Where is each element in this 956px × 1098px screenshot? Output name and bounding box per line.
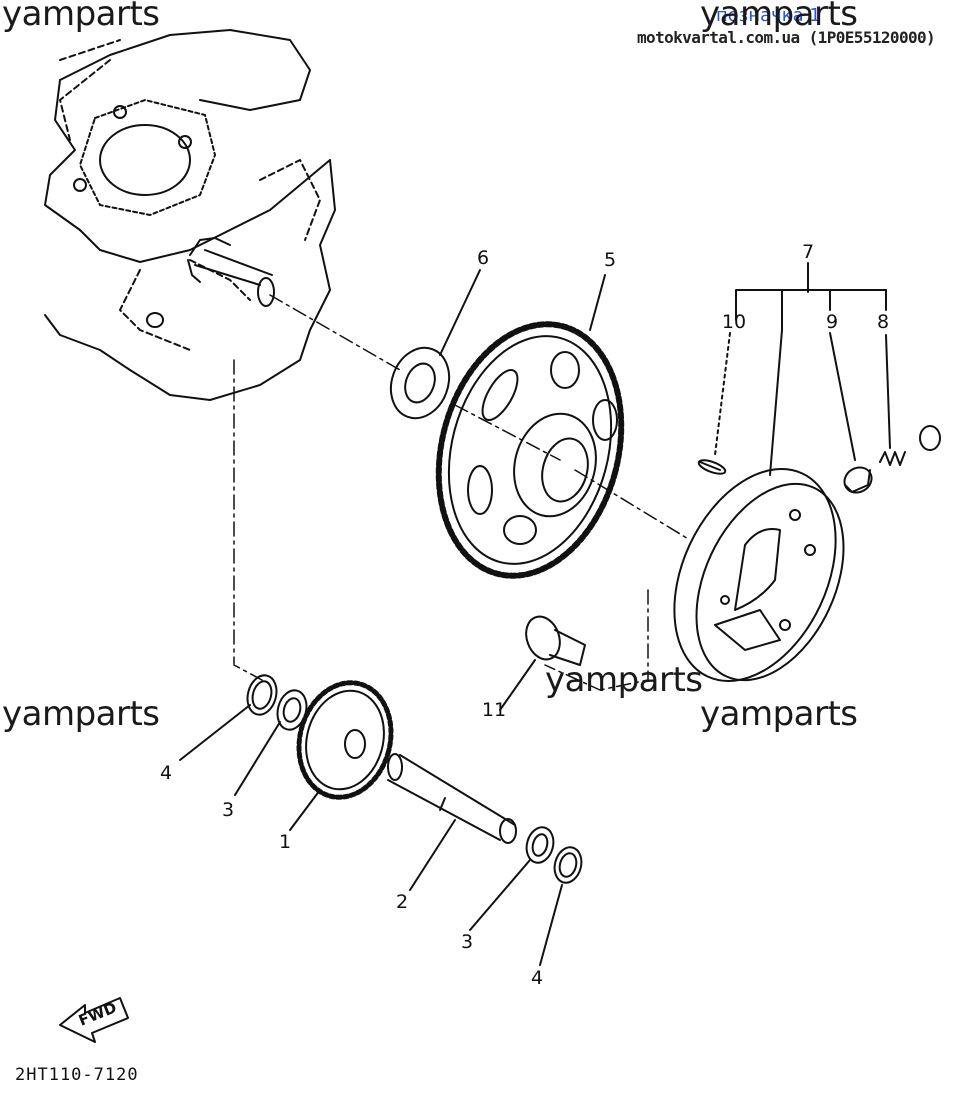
watermark: yamparts (545, 660, 703, 700)
washer-6 (389, 346, 451, 420)
callout-5: 5 (603, 249, 617, 271)
callout-7: 7 (801, 241, 815, 263)
watermark: yamparts (2, 0, 160, 34)
fwd-arrow (59, 997, 129, 1043)
spring-8 (879, 451, 906, 466)
idler-gear-1 (296, 680, 394, 800)
source-caption: motokvartal.com.ua (1P0E55120000) (637, 28, 936, 47)
callout-11: 11 (481, 699, 507, 721)
engine-case-outline (44, 29, 336, 401)
starter-wheel-gear-5 (435, 321, 625, 579)
circlip-4b (553, 846, 583, 884)
marker-link[interactable]: позначка 1 (716, 5, 821, 26)
bolt-11 (525, 615, 586, 666)
callout-4b: 4 (530, 967, 544, 989)
circlip-4a (246, 674, 278, 716)
callout-3a: 3 (221, 799, 235, 821)
callout-9: 9 (825, 311, 839, 333)
callout-6: 6 (476, 247, 490, 269)
callout-1: 1 (278, 831, 292, 853)
watermark: yamparts (700, 694, 858, 734)
watermark: yamparts (700, 0, 858, 34)
output-shaft (187, 237, 275, 307)
spring-cap (919, 425, 941, 451)
callout-2: 2 (395, 891, 409, 913)
roller-9 (843, 466, 873, 494)
callout-4a: 4 (159, 762, 173, 784)
drawing-code: 2HT110-7120 (15, 1065, 139, 1085)
starter-clutch-7 (673, 468, 845, 682)
roller-pin-10 (697, 459, 727, 475)
washer-3a (276, 689, 308, 731)
idler-shaft-2 (387, 753, 517, 844)
callout-8: 8 (876, 311, 890, 333)
washer-3b (525, 826, 555, 864)
callout-3b: 3 (460, 931, 474, 953)
callout-10: 10 (721, 311, 747, 333)
watermark: yamparts (2, 694, 160, 734)
